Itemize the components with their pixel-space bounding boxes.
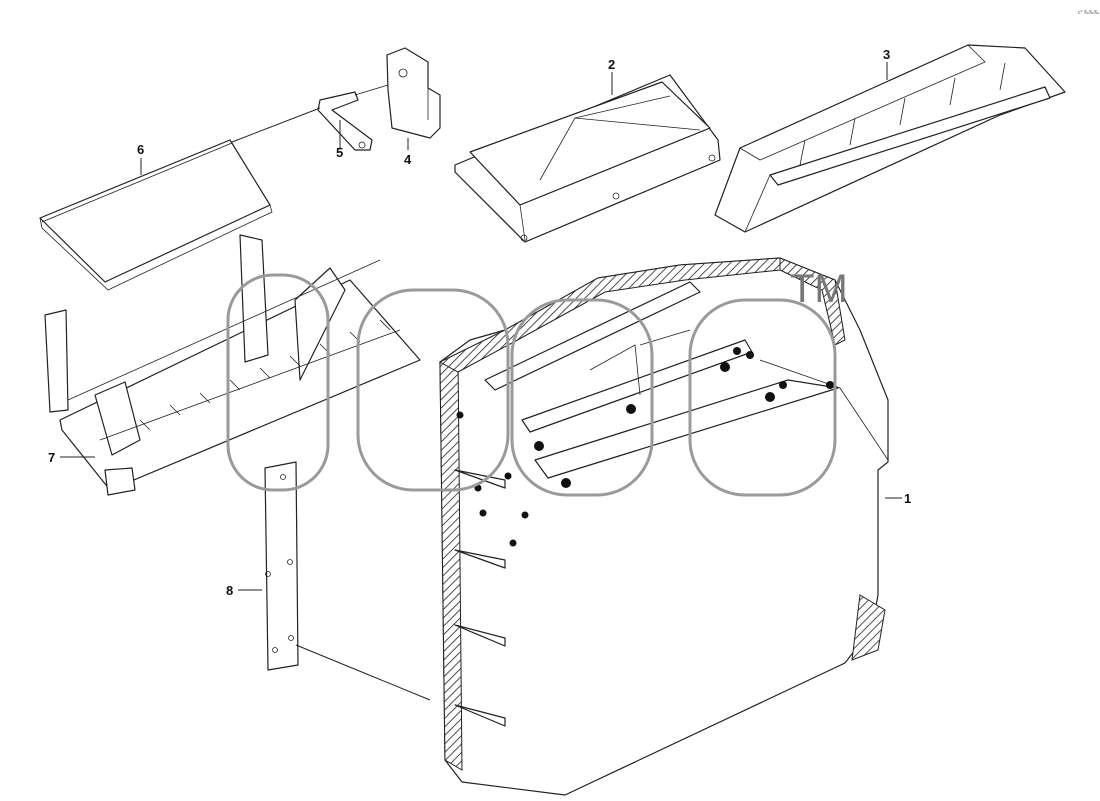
watermark: TM: [226, 267, 848, 497]
callout-2: 2: [608, 57, 615, 72]
callout-5: 5: [336, 145, 343, 160]
callout-4: 4: [404, 152, 412, 167]
part-8-strip: [264, 461, 299, 671]
part-6-flap: [39, 139, 273, 291]
callout-6: 6: [137, 142, 144, 157]
callout-1: 1: [904, 491, 911, 506]
callout-8: 8: [226, 583, 233, 598]
watermark-tm: TM: [790, 267, 848, 311]
part-3-grille: [714, 44, 1066, 233]
part-4-bracket: [386, 47, 441, 139]
callout-7: 7: [48, 450, 55, 465]
corner-note: c° ‰‰‰: [1078, 10, 1099, 16]
callout-3: 3: [883, 47, 890, 62]
leader-lines: [60, 62, 902, 701]
part-7-tray: [44, 234, 421, 496]
part-5-lever: [317, 84, 389, 151]
part-1-housing: [438, 257, 889, 796]
callouts: 1 2 3 4 5 6 7 8: [48, 47, 911, 598]
part-2-filter-frame: [454, 74, 721, 243]
